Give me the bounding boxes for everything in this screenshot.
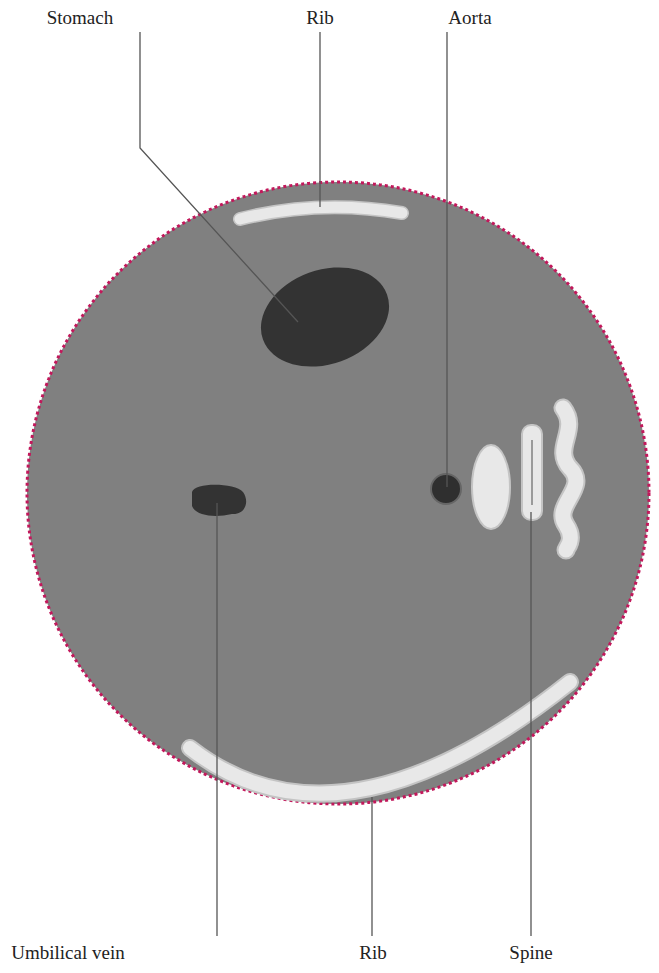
vertebral-arch [522, 425, 542, 520]
rib-shadow [190, 682, 570, 794]
part-label: Aorta [448, 7, 491, 29]
part-label: Rib [359, 942, 386, 964]
part-label: Stomach [47, 7, 114, 29]
part-label: Spine [509, 942, 552, 964]
rib-shadow [240, 207, 402, 219]
leader-line [446, 32, 447, 487]
spinous-shadow [563, 408, 576, 550]
leader-line [371, 797, 372, 936]
umbilical-vein-shape [192, 485, 246, 516]
vertebral-body [472, 445, 510, 529]
part-label: Umbilical vein [11, 942, 124, 964]
stomach-shape [247, 250, 403, 383]
rib-bone [240, 207, 402, 219]
aorta-shape [431, 474, 461, 504]
part-label: Rib [306, 7, 333, 29]
leader-line [530, 512, 531, 936]
leader-line [140, 32, 298, 322]
abdomen-outline [27, 182, 649, 804]
leader-line [216, 503, 217, 936]
vertebral-slit [531, 440, 533, 505]
leader-line [319, 32, 320, 207]
rib-bone [190, 682, 570, 794]
spinous-process [563, 408, 576, 550]
